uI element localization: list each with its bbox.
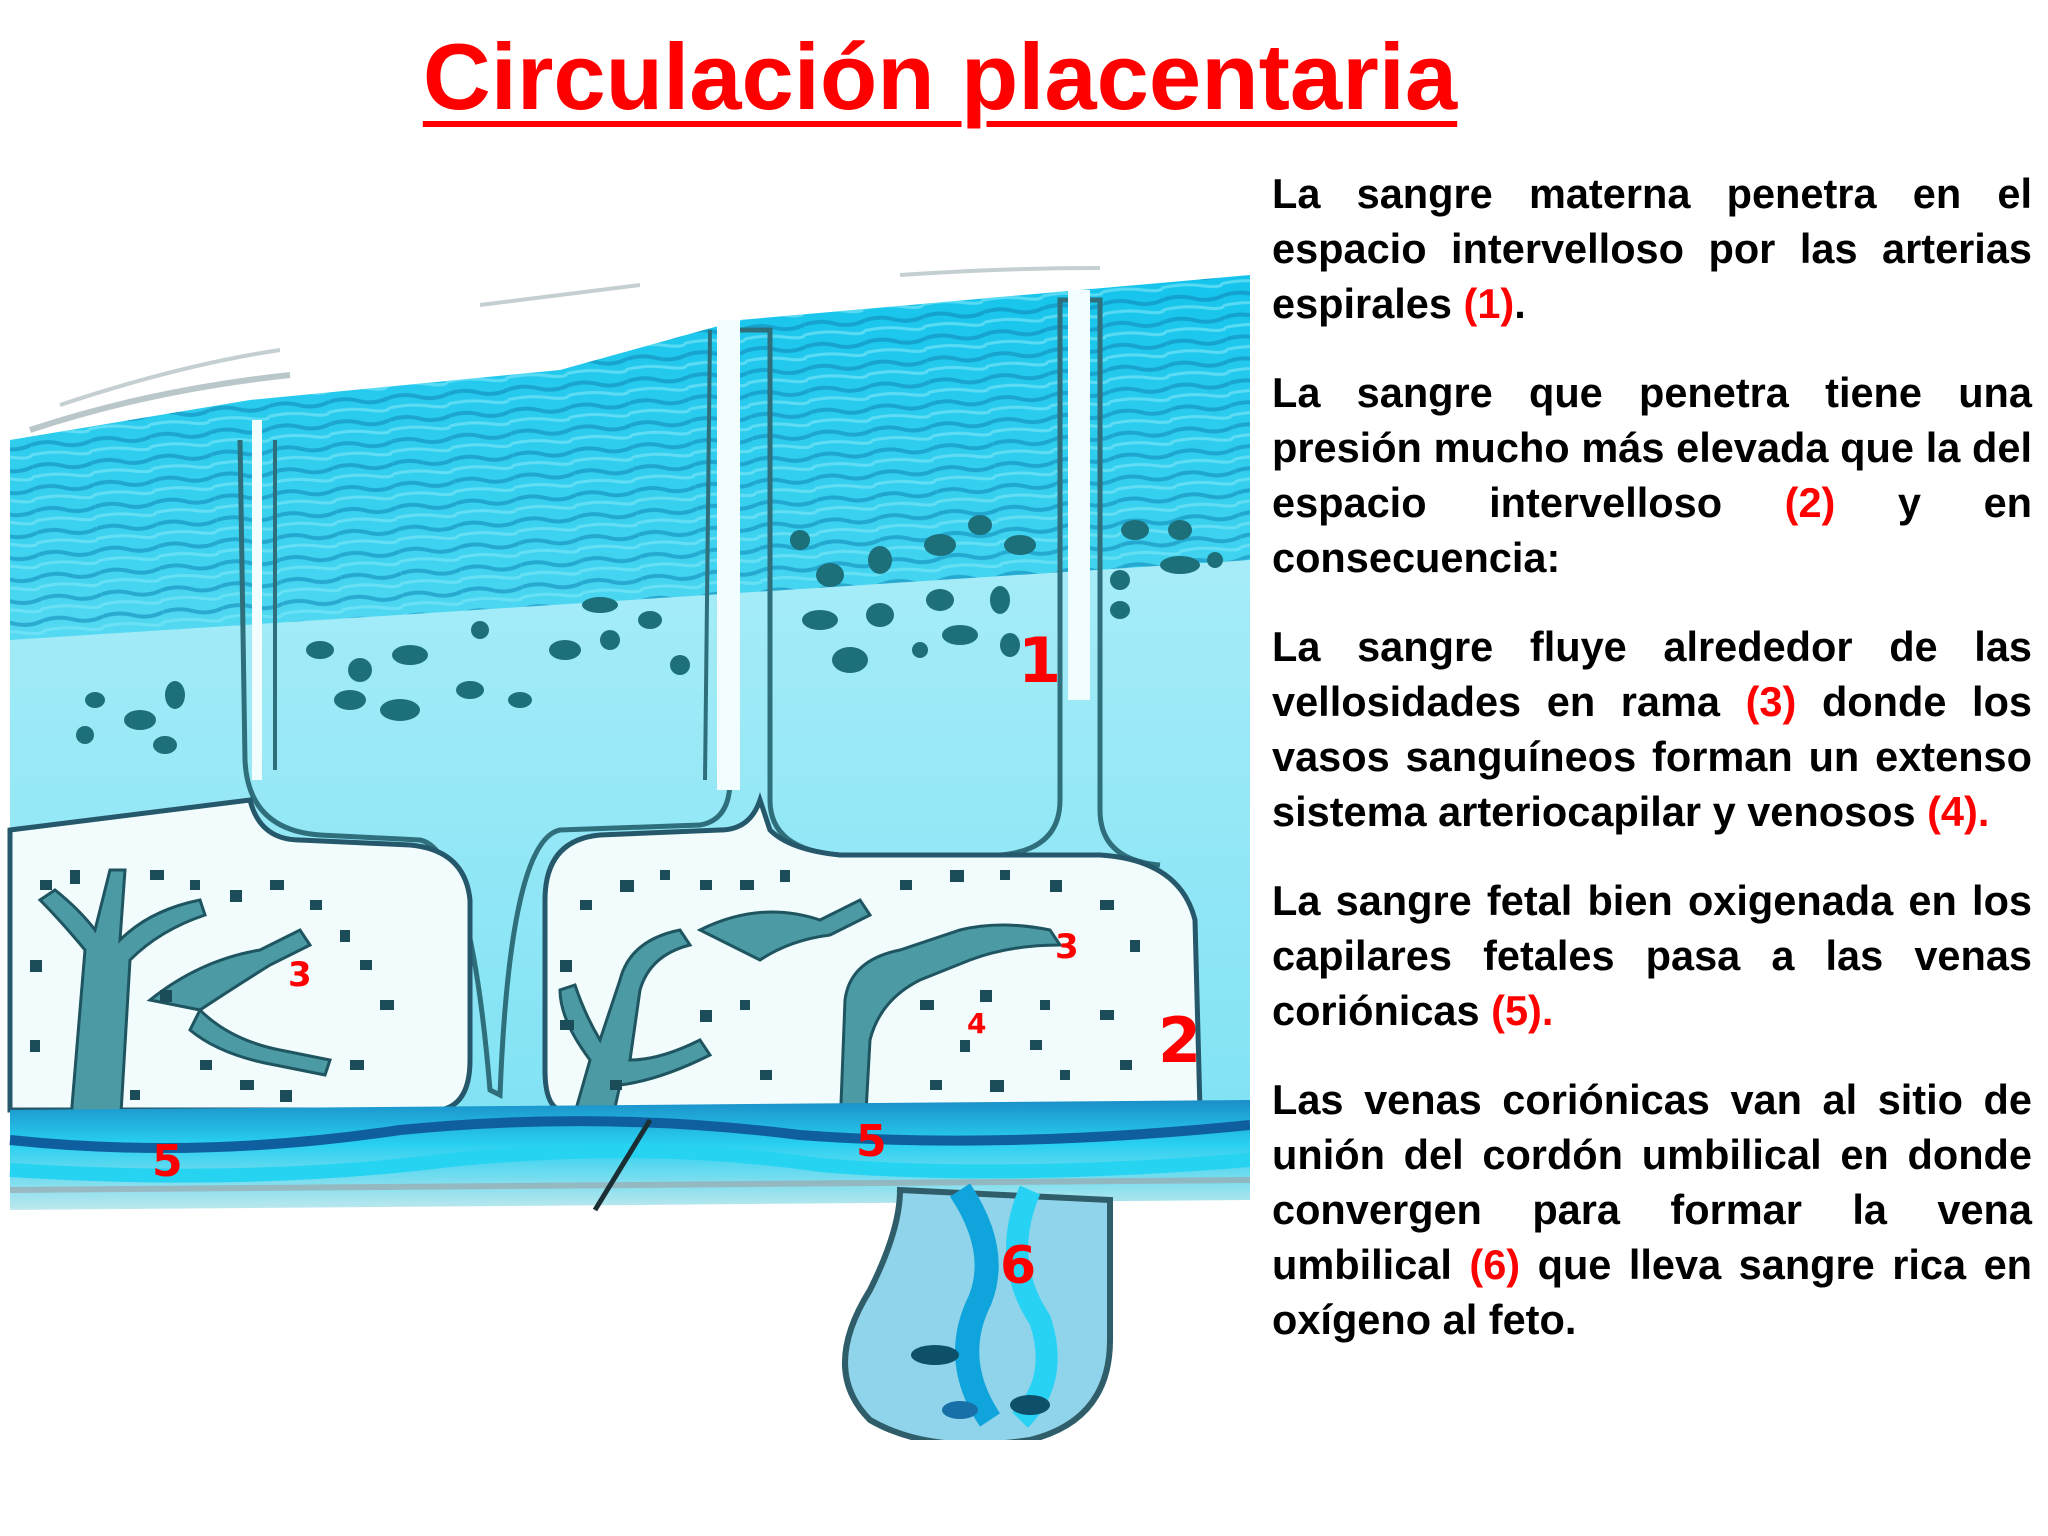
- diagram-label-2: 2: [1158, 1004, 1202, 1077]
- placenta-illustration: [7, 266, 1251, 1448]
- diagram-label-3-right: 3: [1055, 927, 1079, 967]
- diagram-label-5-left: 5: [152, 1136, 183, 1187]
- reference-6: (6): [1469, 1241, 1521, 1288]
- reference-1: (1): [1463, 280, 1515, 327]
- paragraph-4: La sangre fetal bien oxigenada en los ca…: [1272, 873, 2032, 1038]
- diagram-label-5-center: 5: [856, 1116, 887, 1167]
- paragraph-3-middle: donde los vasos sanguíneos forman un ext…: [1272, 678, 2033, 835]
- paragraph-4-text: La sangre fetal bien oxigenada en los ca…: [1272, 877, 2032, 1034]
- diagram-label-1: 1: [1018, 624, 1062, 697]
- reference-2: (2): [1784, 479, 1836, 526]
- diagram-label-4: 4: [967, 1007, 987, 1040]
- diagram-label-6: 6: [1000, 1236, 1037, 1296]
- paragraph-5: Las venas coriónicas van al sitio de uni…: [1272, 1072, 2032, 1347]
- placenta-diagram: 1 2 3 3 4 5 5 6: [0, 140, 1251, 1448]
- explanation-text: La sangre materna penetra en el espacio …: [1272, 166, 2032, 1381]
- paragraph-2: La sangre que penetra tiene una presión …: [1272, 365, 2032, 585]
- reference-3: (3): [1745, 678, 1797, 725]
- paragraph-5-text: Las venas coriónicas van al sitio de uni…: [1272, 1076, 2032, 1288]
- reference-4: (4).: [1927, 788, 1990, 835]
- slide-title-text: Circulación placentaria: [422, 24, 1458, 129]
- paragraph-3: La sangre fluye alrededor de las vellosi…: [1272, 619, 2032, 839]
- paragraph-1-end: .: [1514, 280, 1526, 327]
- paragraph-1: La sangre materna penetra en el espacio …: [1272, 166, 2032, 331]
- reference-5: (5).: [1491, 987, 1554, 1034]
- diagram-label-3-left: 3: [288, 955, 312, 995]
- paragraph-5-end: que lleva sangre rica en oxígeno al feto…: [1272, 1241, 2032, 1343]
- paragraph-2-text: La sangre que penetra tiene una presión …: [1272, 369, 2032, 526]
- paragraph-1-text: La sangre materna penetra en el espacio …: [1272, 170, 2032, 327]
- paragraph-2-end: y en consecuencia:: [1272, 479, 2033, 581]
- slide-title: Circulación placentaria: [0, 22, 1880, 132]
- paragraph-3-text: La sangre fluye alrededor de las vellosi…: [1272, 623, 2032, 725]
